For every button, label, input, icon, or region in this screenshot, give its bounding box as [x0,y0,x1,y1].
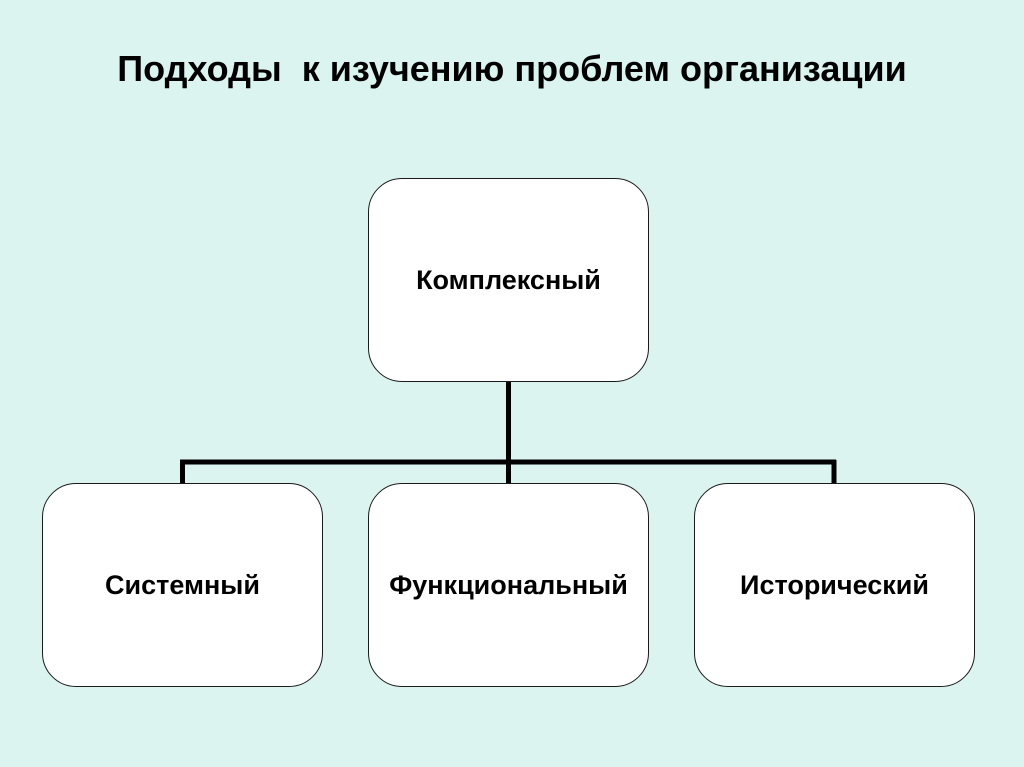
slide-title: Подходы к изучению проблем организации [117,48,907,89]
node-child-label: Функциональный [389,569,628,600]
node-child: Функциональный [368,483,649,687]
node-child-label: Системный [105,569,260,600]
node-child: Системный [42,483,323,687]
node-child: Исторический [694,483,975,687]
node-root-label: Комплексный [416,264,601,295]
node-root: Комплексный [368,178,649,382]
node-child-label: Исторический [740,569,929,600]
